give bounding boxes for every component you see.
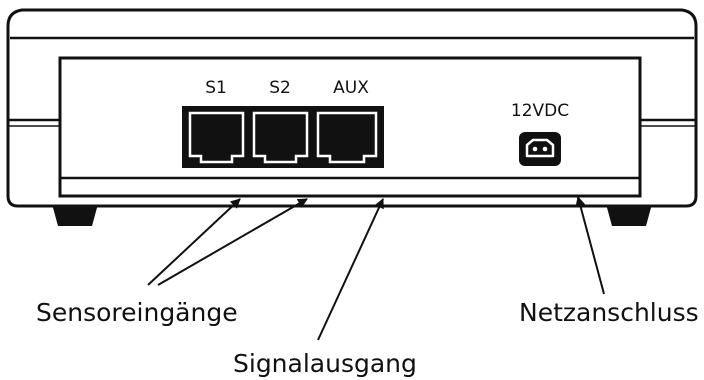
power-port-label: 12VDC — [511, 101, 569, 121]
arrow-power — [575, 196, 605, 295]
callout-power-connection: Netzanschluss — [519, 298, 699, 327]
jack-block — [182, 106, 384, 168]
arrow-signal-aux — [317, 198, 384, 341]
left-foot — [52, 204, 98, 226]
rj-jack-icon — [316, 111, 378, 164]
callout-sensor-inputs: Sensoreingänge — [36, 298, 238, 327]
callout-signal-output: Signalausgang — [233, 349, 417, 378]
right-foot — [606, 204, 652, 226]
port-label-s2: S2 — [269, 78, 291, 98]
arrow-sensor-s2 — [157, 198, 308, 286]
arrow-sensor-s1 — [147, 198, 241, 286]
rj-jack-icon — [188, 111, 245, 164]
dc-power-socket-icon — [519, 132, 561, 166]
port-label-s1: S1 — [205, 78, 227, 98]
rj-jack-icon — [252, 111, 309, 164]
port-label-aux: AUX — [333, 78, 369, 98]
